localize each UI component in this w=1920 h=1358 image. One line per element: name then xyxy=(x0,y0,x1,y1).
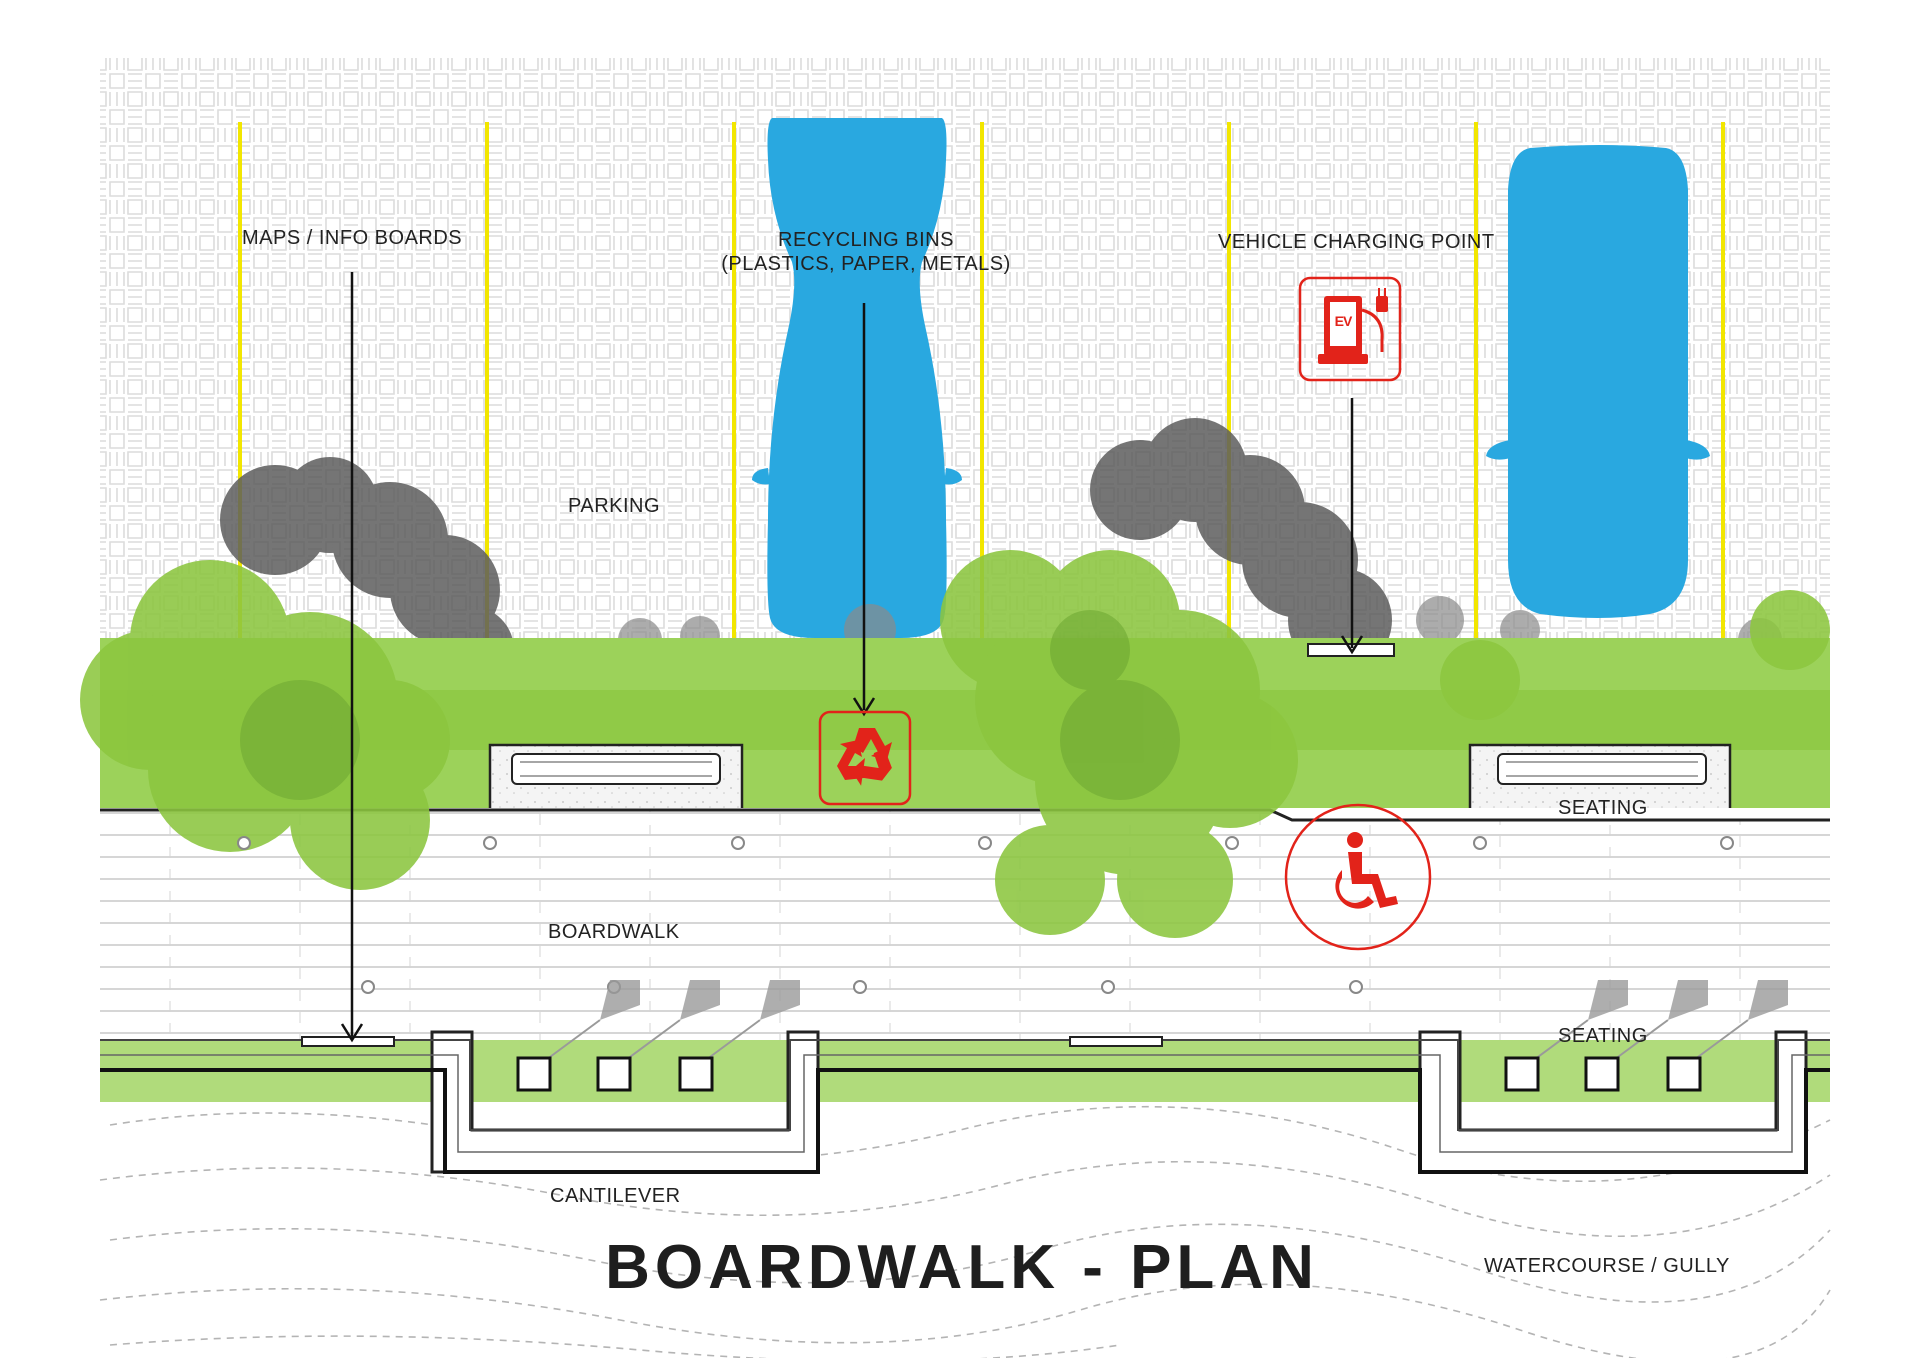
deck-lip xyxy=(100,1054,1830,1153)
bench-shadows xyxy=(600,980,1788,1020)
leader-lines xyxy=(340,272,1364,1043)
deck-outer-edge xyxy=(100,1068,1830,1174)
bench-top-right xyxy=(1497,753,1707,785)
drawing-title: BOARDWALK - PLAN xyxy=(605,1233,1319,1302)
parking-bay-lines xyxy=(238,122,1725,668)
maps-info-boards-label: MAPS / INFO BOARDS xyxy=(242,227,463,249)
info-board-bottom-2 xyxy=(1069,1036,1163,1047)
cantilever-label: CANTILEVER xyxy=(550,1185,681,1207)
vehicle-charging-point-label: VEHICLE CHARGING POINT xyxy=(1218,231,1495,253)
wheelchair-icon xyxy=(1284,803,1432,951)
info-board-bottom xyxy=(301,1036,395,1047)
bench-top-left xyxy=(511,753,721,785)
watercourse-gully-label: WATERCOURSE / GULLY xyxy=(1484,1255,1730,1277)
parking-label: PARKING xyxy=(568,495,661,517)
green-shrub-shadows xyxy=(240,610,1180,800)
recycle-icon xyxy=(818,710,912,806)
seating-top-label: SEATING xyxy=(1558,797,1648,819)
deck-lights xyxy=(237,836,1734,994)
boardwalk-label: BOARDWALK xyxy=(548,921,680,943)
ev-letters: EV xyxy=(1335,313,1353,329)
ev-charging-icon: EV xyxy=(1298,276,1402,382)
car-left xyxy=(752,118,962,638)
recycling-bins-label: RECYCLING BINS xyxy=(778,229,954,251)
boardwalk-deck xyxy=(100,810,1830,1040)
recycling-bins-types-label: (PLASTICS, PAPER, METALS) xyxy=(721,253,1011,275)
seat-cubes xyxy=(516,1056,1702,1092)
car-right xyxy=(1486,145,1710,618)
deck-edge xyxy=(100,808,1830,822)
cantilever-left xyxy=(430,1030,820,1174)
seating-bottom-label: SEATING xyxy=(1558,1025,1648,1047)
